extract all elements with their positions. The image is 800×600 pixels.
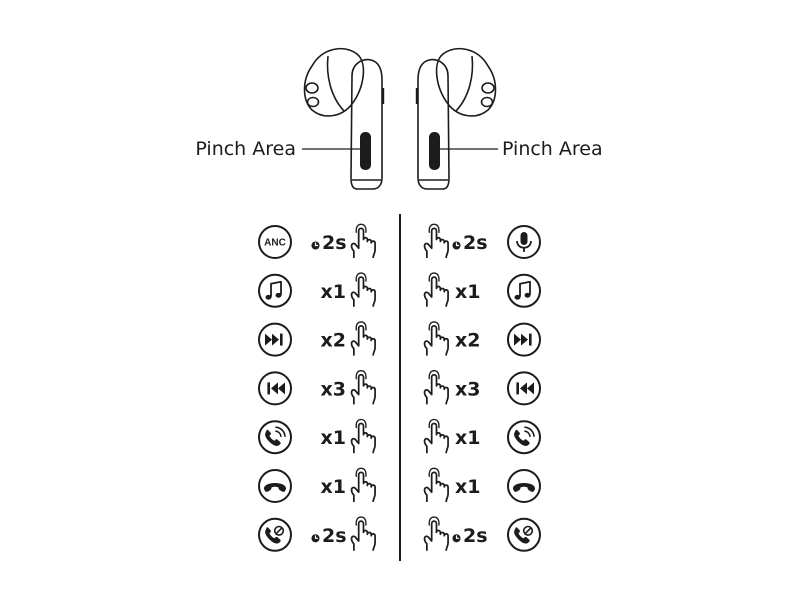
music-note-icon-glyph xyxy=(265,280,282,300)
left-earbud-stem xyxy=(350,58,383,190)
answer-call-icon-glyph xyxy=(265,426,286,446)
left-control-row: x3 xyxy=(258,369,376,406)
press-count-label: x1 xyxy=(321,427,346,449)
next-track-icon-glyph xyxy=(265,333,283,346)
left-earbud-nozzle-bottom xyxy=(306,96,320,108)
next-track-icon xyxy=(258,322,292,357)
tap-hand-icon xyxy=(423,223,449,258)
anc-icon-glyph: ANC xyxy=(264,238,286,249)
reject-call-icon-glyph xyxy=(265,525,285,544)
previous-track-icon-glyph xyxy=(516,382,534,395)
press-count-label: x1 xyxy=(455,476,480,498)
music-note-icon xyxy=(258,273,292,308)
left-pinch-area-marker xyxy=(360,132,371,170)
right-earbud xyxy=(415,47,497,190)
answer-call-icon xyxy=(507,420,541,455)
left-pinch-label: Pinch Area xyxy=(195,138,296,160)
answer-call-icon xyxy=(258,420,292,455)
press-count-label: 2s xyxy=(463,525,488,547)
right-control-row: 2s xyxy=(423,516,541,552)
right-earbud-stem xyxy=(417,58,450,190)
music-note-icon xyxy=(507,273,541,308)
reject-call-icon xyxy=(507,517,541,552)
left-control-row: x1 xyxy=(258,272,376,308)
tap-hand-icon xyxy=(423,272,449,307)
press-count-label: x1 xyxy=(321,281,346,303)
right-control-row: x3 xyxy=(423,369,541,406)
left-earbud-head-inner xyxy=(326,55,345,112)
right-control-row: 2s xyxy=(423,223,541,259)
right-control-row: x1 xyxy=(423,467,541,503)
anc-icon: ANC xyxy=(258,225,292,259)
previous-track-icon-glyph xyxy=(267,382,285,395)
left-earbud-nozzle-top xyxy=(305,82,319,94)
right-earbud-nozzle-bottom xyxy=(480,96,494,108)
right-pinch-label: Pinch Area xyxy=(502,138,603,160)
left-earbud-head xyxy=(303,47,365,117)
press-count-label: 2s xyxy=(322,525,347,547)
right-control-row: x1 xyxy=(423,272,541,308)
left-control-row: x2 xyxy=(258,321,376,357)
tap-hand-icon xyxy=(423,516,449,551)
tap-hand-icon xyxy=(350,272,376,307)
press-count-label: x1 xyxy=(321,476,346,498)
tap-hand-icon xyxy=(423,321,449,356)
press-count-label: 2s xyxy=(322,232,347,254)
left-control-row: x1 xyxy=(258,418,376,455)
right-control-row: x1 xyxy=(423,418,541,455)
microphone-icon xyxy=(507,225,541,259)
right-pinch-area-marker xyxy=(429,132,440,170)
long-press-clock-icon xyxy=(452,533,461,543)
next-track-icon-glyph xyxy=(514,333,532,346)
long-press-clock-icon xyxy=(311,533,320,543)
long-press-clock-icon xyxy=(311,241,320,250)
control-rows: ANC 2s x1 x2 x3 x1 x1 2s 2s x1 x2 x3 x1 x1 2s xyxy=(258,223,541,552)
press-count-label: x2 xyxy=(455,330,480,352)
tap-hand-icon xyxy=(350,418,376,454)
press-count-label: 2s xyxy=(463,232,488,254)
hang-up-icon-glyph xyxy=(263,483,287,492)
tap-hand-icon xyxy=(423,467,449,502)
previous-track-icon xyxy=(258,371,292,406)
hang-up-icon xyxy=(258,469,292,503)
tap-hand-icon xyxy=(423,418,449,454)
hang-up-icon xyxy=(507,469,541,503)
right-earbud-nozzle-top xyxy=(481,82,495,94)
tap-hand-icon xyxy=(350,321,376,356)
right-earbud-head xyxy=(435,47,497,117)
press-count-label: x3 xyxy=(455,378,480,400)
press-count-label: x1 xyxy=(455,427,480,449)
press-count-label: x2 xyxy=(321,330,346,352)
left-control-row: ANC 2s xyxy=(258,223,376,259)
left-control-row: x1 xyxy=(258,467,376,503)
previous-track-icon xyxy=(507,371,541,406)
next-track-icon xyxy=(507,322,541,357)
microphone-icon-glyph xyxy=(516,232,532,252)
reject-call-icon-glyph xyxy=(514,525,534,544)
right-earbud-head-inner xyxy=(455,55,474,112)
tap-hand-icon xyxy=(350,223,376,258)
tap-hand-icon xyxy=(350,369,376,405)
anc-label: ANC xyxy=(264,238,286,249)
left-control-row: 2s xyxy=(258,516,376,552)
right-control-row: x2 xyxy=(423,321,541,357)
tap-hand-icon xyxy=(423,369,449,405)
answer-call-icon-glyph xyxy=(514,426,535,446)
reject-call-icon xyxy=(258,517,292,552)
hang-up-icon-glyph xyxy=(512,483,536,492)
press-count-label: x3 xyxy=(321,378,346,400)
tap-hand-icon xyxy=(350,516,376,551)
long-press-clock-icon xyxy=(452,241,461,250)
press-count-label: x1 xyxy=(455,281,480,303)
tap-hand-icon xyxy=(350,467,376,502)
left-earbud xyxy=(303,47,385,190)
music-note-icon-glyph xyxy=(514,280,531,300)
